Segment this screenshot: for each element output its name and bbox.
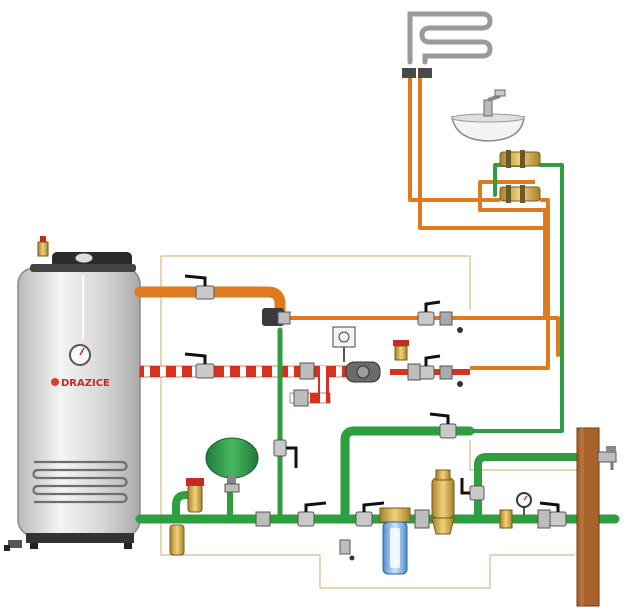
- ball-valve-icon: [539, 501, 567, 527]
- pressure-reducer-icon: [431, 469, 455, 535]
- ball-valve-icon: [417, 354, 463, 387]
- drain-valve-icon: [4, 540, 22, 551]
- water-heater-brand-label: DRAZICE: [61, 378, 110, 389]
- ball-valve-icon: [184, 352, 215, 379]
- check-valve-icon: [293, 362, 421, 407]
- towel-rail-valves: [402, 68, 432, 78]
- mixing-valve-icon: [262, 308, 291, 326]
- ball-valve-icon: [273, 439, 298, 468]
- water-heater-top-base: [30, 264, 136, 272]
- circulation-pump-icon: [332, 326, 381, 383]
- ball-valves: [184, 274, 567, 527]
- pipe-fittings: [255, 509, 551, 529]
- ball-valve-icon: [297, 501, 327, 527]
- wall: [576, 427, 600, 607]
- installation-frame: [160, 255, 580, 589]
- ball-valve-icon: [417, 300, 463, 333]
- thermometer-icon: [69, 344, 91, 366]
- faucet-icon: [483, 89, 506, 117]
- heating-coil-icon: [32, 460, 128, 504]
- pressure-gauge-icon: [516, 492, 532, 515]
- drain-tap-icon: [339, 539, 355, 561]
- air-vent-valve-icon: [393, 340, 409, 361]
- ball-valve-icon: [184, 274, 215, 300]
- manifold-icon: [499, 150, 541, 203]
- hot-supply-lines: [408, 75, 550, 370]
- ball-valve-icon: [429, 412, 457, 439]
- water-heater-base: [26, 533, 134, 543]
- water-heater: DRAZICE: [4, 236, 141, 551]
- water-heater-top-knob: [74, 252, 94, 264]
- water-heater-feet: [30, 543, 132, 549]
- water-heater-brand: DRAZICE: [51, 378, 110, 389]
- water-filter-icon: [379, 507, 411, 575]
- wall-tap-icon: [597, 446, 617, 470]
- ball-valve-icon: [460, 478, 485, 501]
- top-air-valve-icon: [37, 236, 49, 257]
- ball-valve-icon: [355, 501, 385, 527]
- expansion-tank-icon: [205, 437, 259, 493]
- safety-valve-icon: [169, 478, 204, 556]
- water-heater-body: [17, 267, 141, 537]
- towel-rail-icon: [407, 11, 493, 65]
- wash-basin-icon: [451, 113, 525, 142]
